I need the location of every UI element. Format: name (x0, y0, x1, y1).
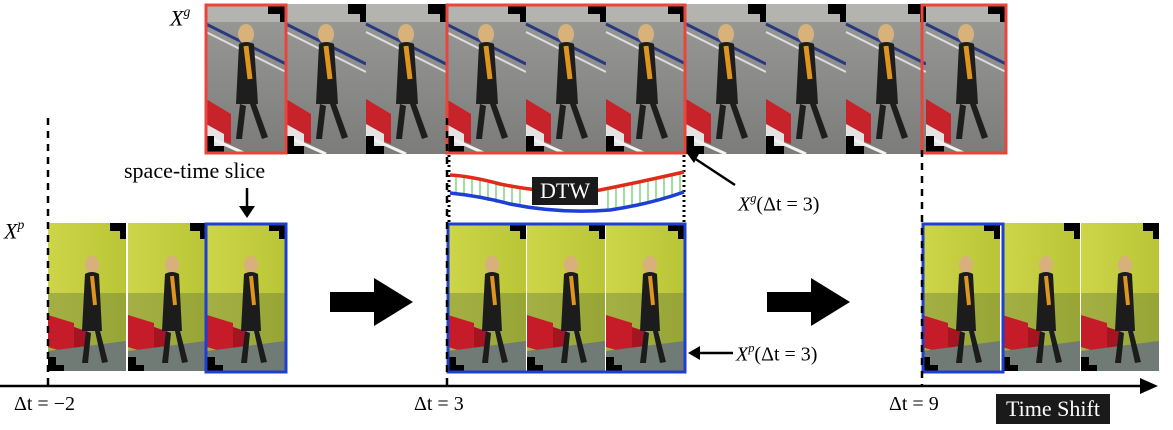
gallery-superscript: g (183, 3, 191, 19)
delta-3-label: Δt = 3 (414, 393, 464, 415)
gallery-frame (606, 4, 686, 154)
probe-frame (126, 221, 208, 373)
gallery-frame (206, 4, 286, 154)
gallery-frame (286, 4, 366, 154)
probe-frame (525, 221, 607, 373)
probe-shift-label: Xp(Δt = 3) (736, 340, 818, 366)
gallery-shift-superscript: g (750, 190, 757, 205)
gallery-symbol: X (170, 5, 184, 31)
probe-frame (446, 221, 528, 373)
gallery-shift-arg: (Δt = 3) (756, 193, 820, 216)
probe-symbol: X (4, 218, 18, 244)
probe-box-slice (204, 222, 288, 374)
probe-shift-pointer (688, 346, 733, 360)
gallery-frame (366, 4, 446, 154)
delta-9-label: Δt = 9 (889, 393, 939, 415)
probe-frame (604, 221, 686, 373)
dtw-alignment (449, 170, 685, 213)
probe-frame (1079, 221, 1161, 373)
shift-arrow-left (330, 278, 413, 326)
dtw-badge: DTW (532, 177, 599, 205)
probe-shift-arg: (Δt = 3) (754, 343, 818, 366)
gallery-box-first (204, 3, 288, 155)
delta-minus-2-label: Δt = −2 (14, 393, 75, 415)
gallery-frame (846, 4, 926, 154)
gallery-shift-pointer (686, 152, 736, 187)
probe-sequence-middle (446, 221, 687, 374)
gallery-label: Xg (170, 3, 191, 31)
probe-box-shift (446, 222, 687, 374)
dtw-probe-curve (449, 190, 685, 213)
probe-frame (1000, 221, 1082, 373)
probe-frame (46, 221, 128, 373)
shift-arrow-right (767, 278, 850, 326)
gallery-frame (766, 4, 846, 154)
time-axis (0, 378, 1158, 394)
time-shift-badge: Time Shift (996, 394, 1110, 424)
probe-label: Xp (4, 216, 25, 244)
slice-pointer-arrow (239, 188, 255, 218)
dtw-links (455, 173, 681, 209)
gallery-sequence (206, 4, 1006, 154)
probe-shift-symbol: X (736, 343, 749, 366)
space-time-slice-label: space-time slice (124, 158, 266, 183)
gallery-box-last (920, 3, 1008, 155)
probe-frame (920, 221, 1002, 373)
gallery-frame (686, 4, 766, 154)
probe-shift-superscript: p (748, 340, 755, 355)
gallery-frame (526, 4, 606, 154)
gallery-frame (926, 4, 1006, 154)
probe-superscript: p (17, 216, 25, 232)
probe-sequence-right (920, 221, 1161, 374)
gallery-box-shift (445, 3, 687, 155)
probe-sequence-left (46, 221, 288, 374)
probe-frame (205, 221, 287, 373)
gallery-frame (446, 4, 526, 154)
gallery-shift-symbol: X (738, 193, 751, 216)
gallery-shift-label: Xg(Δt = 3) (738, 190, 820, 216)
